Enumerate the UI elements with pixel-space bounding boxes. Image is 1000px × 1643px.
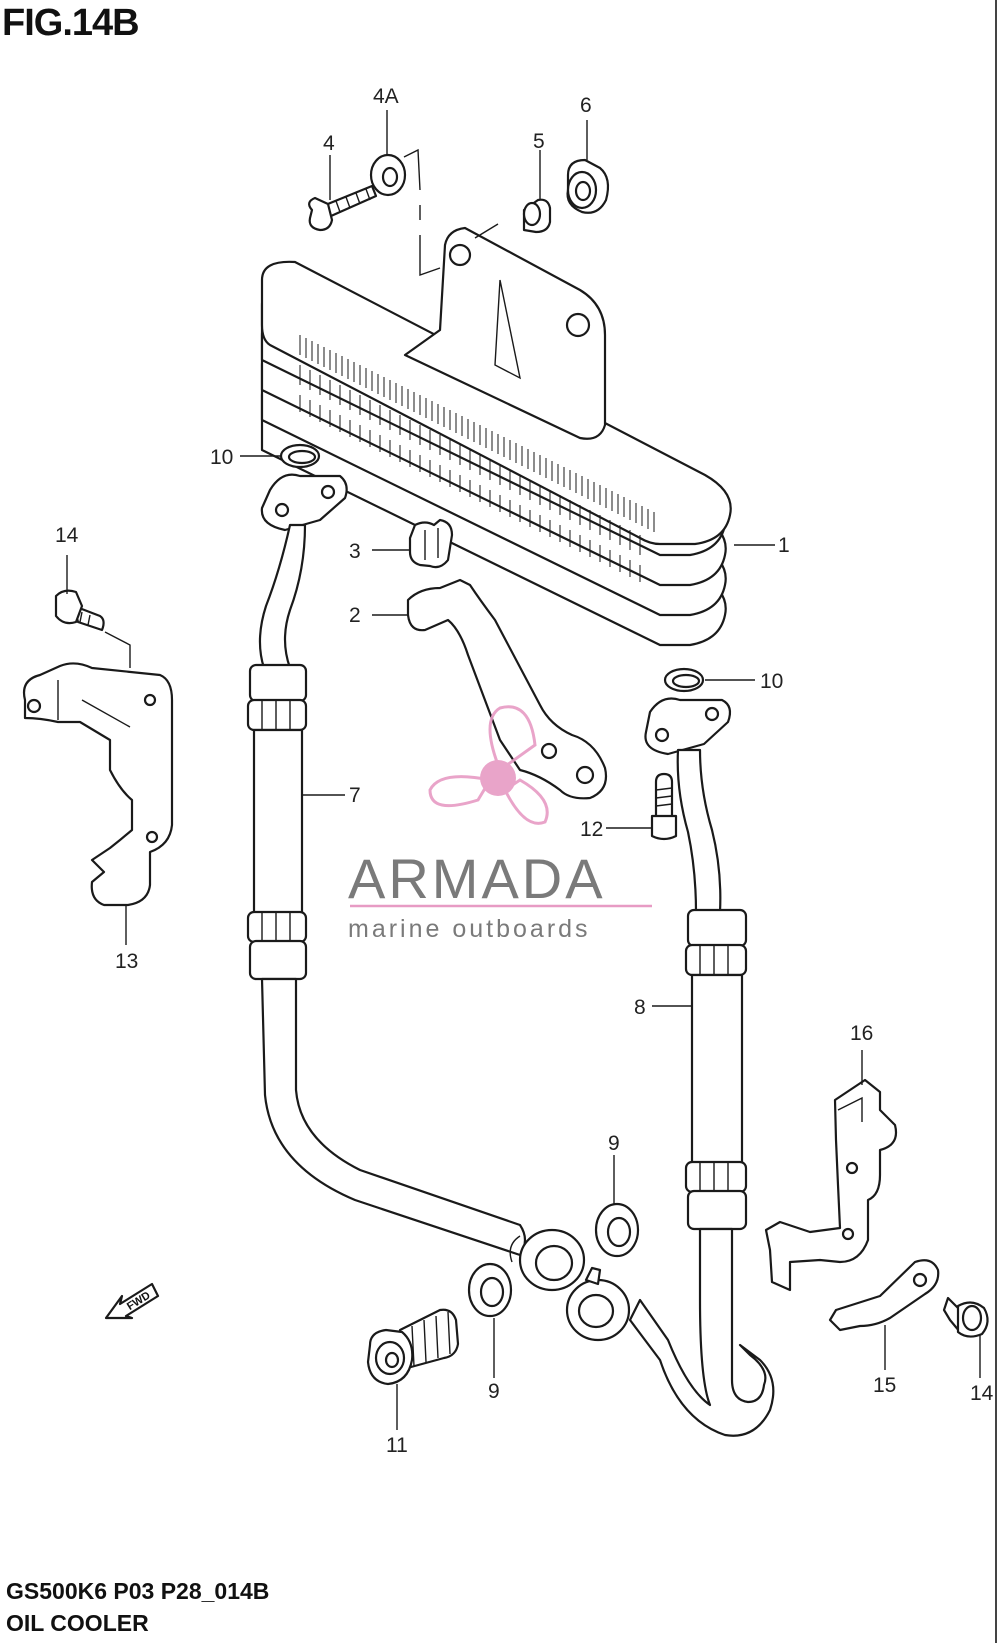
callout-4a: 4A	[373, 85, 399, 108]
fwd-arrow-icon: FWD	[104, 1282, 160, 1320]
bracket-16	[764, 1078, 898, 1292]
callout-10-lower: 10	[760, 670, 783, 693]
bolt-14-left	[54, 589, 105, 632]
callout-8: 8	[634, 996, 646, 1019]
figure-name: OIL COOLER	[6, 1610, 149, 1636]
watermark: ARMADA marine outboards	[348, 705, 652, 943]
figure-code: GS500K6 P03 P28_014B	[6, 1578, 270, 1604]
callout-3: 3	[349, 540, 361, 563]
o-ring-10-lower-inner	[671, 673, 701, 689]
oil-hose-8	[565, 697, 775, 1437]
callout-12: 12	[580, 818, 603, 841]
clip-3	[408, 518, 454, 569]
callout-1: 1	[778, 534, 790, 557]
washer-9-lower	[467, 1262, 513, 1318]
callout-7: 7	[349, 784, 361, 807]
grommet-6	[566, 158, 610, 214]
oil-cooler-core	[260, 226, 732, 647]
bolt-14-right	[942, 1296, 989, 1338]
callout-6: 6	[580, 94, 592, 117]
union-bolt-11	[366, 1308, 460, 1386]
callout-numbers: 4 4A 5 6 1 10 3 2 10 7 12 8 16 9 9 11 15…	[55, 85, 994, 1457]
callout-9-lower: 9	[488, 1380, 500, 1403]
propeller-icon	[428, 705, 549, 825]
bracket-13	[22, 662, 174, 907]
callout-4: 4	[323, 132, 335, 155]
cooler-fins	[299, 335, 655, 582]
callout-13: 13	[115, 950, 138, 973]
watermark-subtitle: marine outboards	[348, 915, 591, 943]
washer-4a	[369, 153, 407, 197]
leader-lines	[66, 110, 981, 1430]
bolt-12	[650, 772, 678, 841]
bracket-15	[828, 1259, 940, 1332]
callout-9-upper: 9	[608, 1132, 620, 1155]
collar-5	[522, 198, 552, 234]
callout-14-left: 14	[55, 524, 79, 547]
callout-11: 11	[386, 1434, 408, 1457]
bracket-2	[406, 578, 608, 800]
callout-2: 2	[349, 604, 361, 627]
o-ring-10-upper-inner	[287, 449, 317, 465]
watermark-title: ARMADA	[348, 847, 606, 910]
callout-5: 5	[533, 130, 545, 153]
oil-hose-7	[246, 473, 586, 1292]
washer-9-upper	[594, 1202, 640, 1258]
callout-14-right: 14	[970, 1382, 994, 1405]
bolt-4	[308, 184, 378, 232]
callout-16: 16	[850, 1022, 873, 1045]
callout-10-upper: 10	[210, 446, 233, 469]
callout-15: 15	[873, 1374, 896, 1397]
figure-title: FIG.14B	[2, 2, 140, 44]
